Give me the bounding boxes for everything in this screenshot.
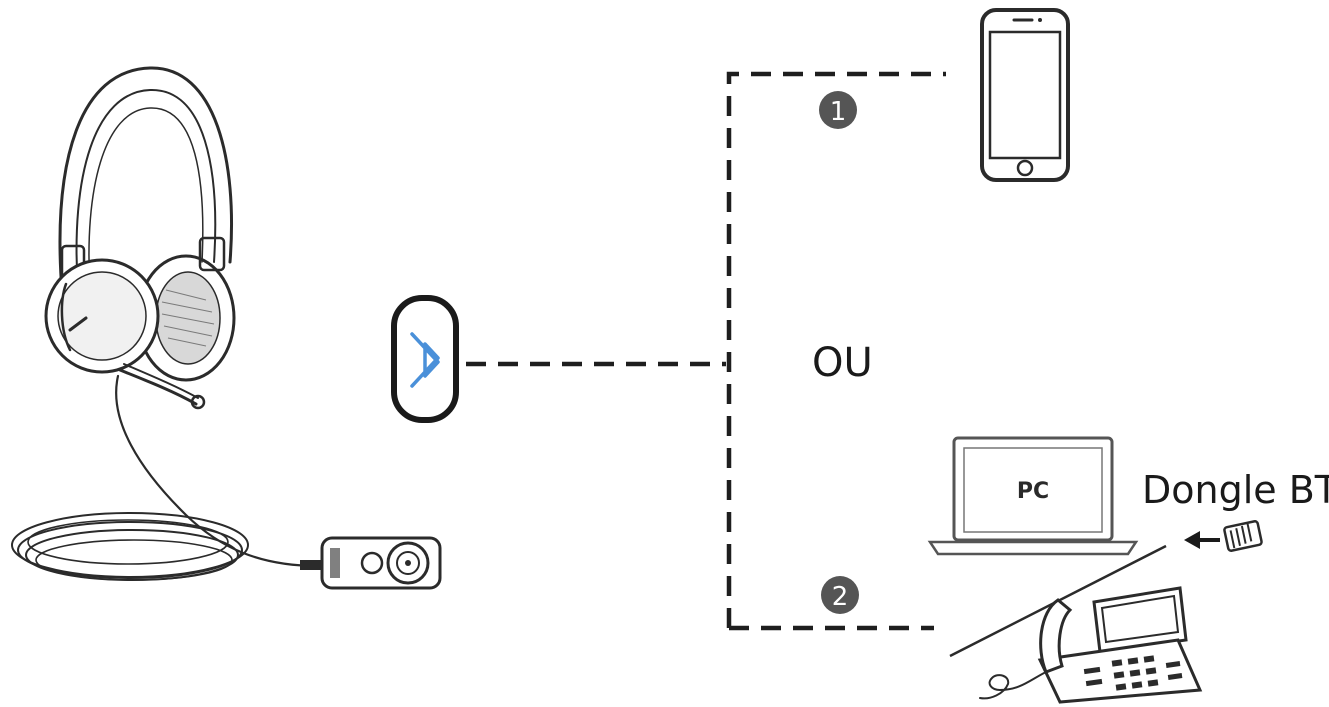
svg-text:2: 2	[832, 582, 849, 612]
svg-text:1: 1	[830, 97, 847, 127]
laptop-icon: PC	[927, 436, 1139, 556]
step-badge-2: 2	[821, 576, 859, 614]
bluetooth-icon	[391, 295, 459, 423]
usb-controller-icon	[300, 536, 442, 590]
arrow-left-icon	[1184, 531, 1220, 549]
connection-lines	[466, 71, 946, 631]
bluetooth-dongle-icon	[1223, 520, 1263, 552]
headset-icon	[11, 66, 320, 581]
desk-phone-icon	[979, 586, 1203, 704]
dongle-label: Dongle BT	[1142, 468, 1329, 512]
pc-label: PC	[1017, 479, 1049, 504]
step-badge-1: 1	[819, 91, 857, 129]
smartphone-icon	[980, 8, 1070, 182]
or-label: OU	[812, 340, 873, 386]
